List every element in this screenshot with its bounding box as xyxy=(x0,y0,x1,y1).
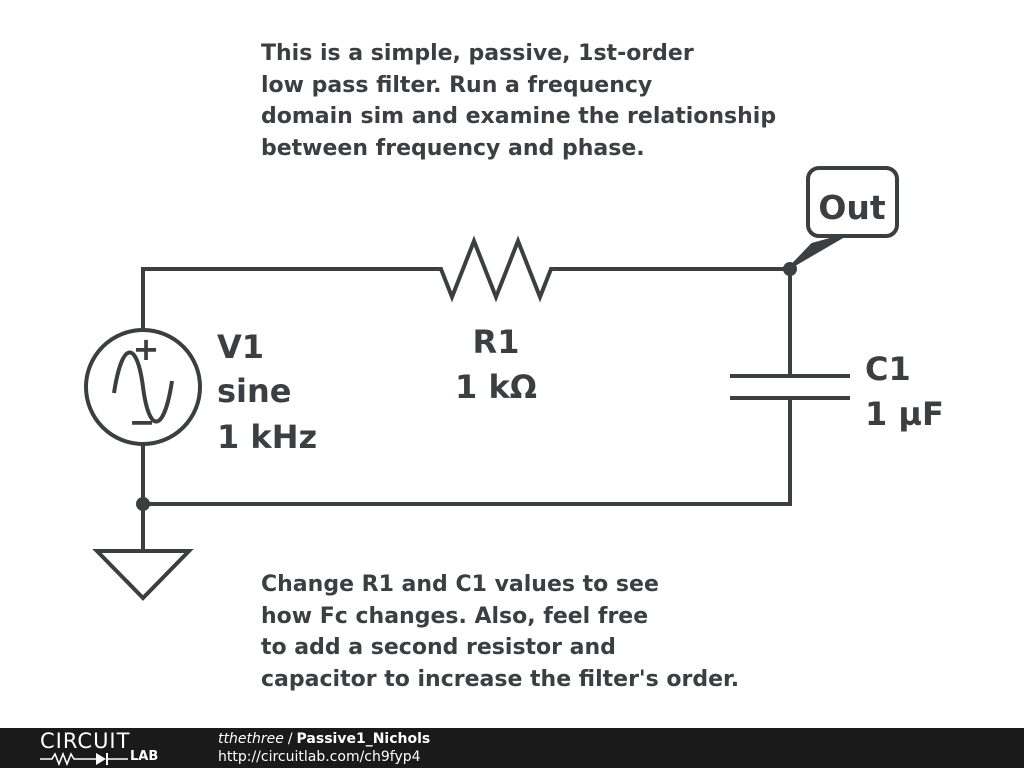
logo-wordmark-bottom: LAB xyxy=(130,749,159,764)
right-wire-lower[interactable] xyxy=(143,398,792,506)
resistor-r1[interactable] xyxy=(430,235,562,303)
circuit-url[interactable]: http://circuitlab.com/ch9fyp4 xyxy=(218,749,421,765)
voltage-source-v1[interactable]: + − xyxy=(84,328,202,446)
resistor-value-label: 1 kΩ xyxy=(455,368,537,406)
top-annotation: This is a simple, passive, 1st-order low… xyxy=(261,38,776,164)
output-label[interactable]: Out xyxy=(787,166,899,270)
annotation-line: Change R1 and C1 values to see xyxy=(261,572,659,597)
annotation-line: low pass filter. Run a frequency xyxy=(261,72,653,98)
resistor-diode-icon xyxy=(40,752,128,766)
footer-info: tthethree/Passive1_Nichols http://circui… xyxy=(218,730,430,766)
annotation-line: capacitor to increase the filter's order… xyxy=(261,666,740,692)
annotation-line: how Fc changes. Also, feel free xyxy=(261,603,649,629)
footer-separator: / xyxy=(287,731,293,747)
source-value-label: 1 kHz xyxy=(217,418,317,456)
minus-sign: − xyxy=(129,403,156,441)
logo-wordmark-top: CIRCUIT xyxy=(40,729,131,753)
circuit-title[interactable]: Passive1_Nichols xyxy=(296,731,431,747)
source-name-label: V1 xyxy=(217,328,264,366)
author-name[interactable]: tthethree xyxy=(218,731,284,747)
source-type-label: sine xyxy=(217,372,292,410)
sine-wave-icon xyxy=(112,350,174,424)
annotation-line: domain sim and examine the relationship xyxy=(261,104,777,129)
annotation-line: This is a simple, passive, 1st-order xyxy=(261,41,694,66)
annotation-line: to add a second resistor and xyxy=(261,635,616,660)
ground-symbol[interactable] xyxy=(92,549,194,601)
bottom-annotation: Change R1 and C1 values to see how Fc ch… xyxy=(261,569,739,695)
annotation-line: between frequency and phase. xyxy=(261,135,645,161)
top-wire-left[interactable] xyxy=(141,267,430,332)
junction-dot xyxy=(136,497,150,511)
plus-sign: + xyxy=(133,330,160,368)
circuitlab-logo[interactable]: CIRCUIT LAB xyxy=(40,730,176,766)
resistor-name-label: R1 xyxy=(473,323,520,361)
schematic-canvas[interactable]: + − Out V1 sine 1 kHz R1 1 kΩ C1 1 µF xyxy=(0,0,1024,728)
capacitor-name-label: C1 xyxy=(865,350,911,388)
capacitor-value-label: 1 µF xyxy=(865,395,944,433)
footer-bar: CIRCUIT LAB tthethree/Passive1_Nichols h… xyxy=(0,728,1024,768)
output-label-text: Out xyxy=(818,188,886,227)
capacitor-c1[interactable] xyxy=(730,374,850,400)
